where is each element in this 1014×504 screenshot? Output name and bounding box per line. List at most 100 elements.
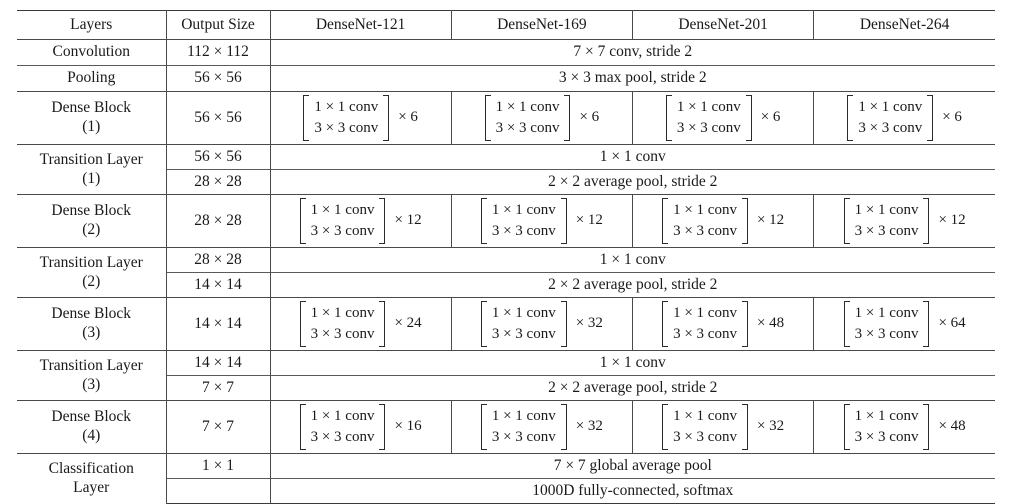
block-spec: 1 × 1 conv 3 × 3 conv × 12	[814, 195, 995, 247]
row-output-size: 56 × 56	[166, 65, 271, 92]
conv-line-1: 1 × 1 conv	[491, 201, 556, 218]
densenet-architecture-table: Layers Output Size DenseNet-121 DenseNet…	[17, 10, 995, 504]
row-label-dense-block-4: Dense Block (4)	[17, 400, 167, 454]
table-row: Dense Block (4) 7 × 7 1 × 1 conv 3 × 3 c…	[17, 400, 995, 454]
block-spec: 1 × 1 conv 3 × 3 conv × 32	[452, 401, 632, 453]
row-content-span: 7 × 7 global average pool	[270, 453, 995, 479]
row-label-line1: Dense Block	[51, 99, 132, 117]
block-cell-densenet-264: 1 × 1 conv 3 × 3 conv × 64	[813, 297, 995, 351]
conv-line-1: 1 × 1 conv	[310, 407, 375, 424]
row-label-dense-block-2: Dense Block (2)	[17, 194, 167, 248]
repeat-multiplier: × 32	[575, 418, 603, 435]
row-output-size: 28 × 28	[166, 194, 271, 248]
row-label-classification-layer: Classification Layer	[17, 453, 167, 504]
conv-line-2: 3 × 3 conv	[673, 223, 737, 239]
row-output-size: 112 × 112	[166, 39, 271, 66]
repeat-multiplier: × 16	[394, 418, 422, 435]
row-label-line2: (4)	[82, 427, 101, 444]
conv-line-1: 1 × 1 conv	[673, 201, 737, 218]
block-cell-densenet-201: 1 × 1 conv 3 × 3 conv × 6	[632, 91, 815, 145]
table-row: Dense Block (1) 56 × 56 1 × 1 conv 3 × 3…	[17, 91, 995, 145]
conv-line-1: 1 × 1 conv	[676, 98, 741, 115]
conv-bracket: 1 × 1 conv 3 × 3 conv	[843, 197, 930, 245]
block-spec: 1 × 1 conv 3 × 3 conv × 24	[271, 298, 451, 350]
row-label-line2: (1)	[82, 169, 101, 187]
column-header-densenet-201: DenseNet-201	[632, 10, 815, 40]
row-content-span: 1 × 1 conv	[270, 247, 995, 273]
conv-line-2: 3 × 3 conv	[495, 120, 560, 136]
conv-line-2: 3 × 3 conv	[858, 120, 923, 136]
conv-line-1: 1 × 1 conv	[491, 407, 556, 424]
conv-line-1: 1 × 1 conv	[310, 201, 375, 218]
repeat-multiplier: × 6	[579, 109, 600, 126]
row-content-span: 2 × 2 average pool, stride 2	[270, 375, 995, 401]
conv-line-2: 3 × 3 conv	[314, 120, 379, 136]
block-spec: 1 × 1 conv 3 × 3 conv × 6	[633, 92, 813, 144]
conv-bracket: 1 × 1 conv 3 × 3 conv	[484, 94, 571, 142]
row-output-size	[166, 478, 271, 504]
row-content-span: 2 × 2 average pool, stride 2	[270, 169, 995, 195]
conv-line-2: 3 × 3 conv	[673, 326, 737, 342]
repeat-multiplier: × 24	[394, 315, 422, 332]
block-cell-densenet-121: 1 × 1 conv 3 × 3 conv × 16	[270, 400, 452, 454]
table-header-row: Layers Output Size DenseNet-121 DenseNet…	[17, 10, 995, 40]
conv-bracket: 1 × 1 conv 3 × 3 conv	[843, 300, 930, 348]
conv-line-2: 3 × 3 conv	[310, 326, 375, 342]
conv-line-1: 1 × 1 conv	[314, 98, 379, 115]
row-label-line1: Dense Block	[51, 408, 132, 426]
row-label-line1: Dense Block	[51, 202, 132, 220]
row-label-line2: (1)	[82, 118, 101, 135]
block-cell-densenet-264: 1 × 1 conv 3 × 3 conv × 6	[813, 91, 995, 145]
conv-line-1: 1 × 1 conv	[310, 304, 375, 321]
column-header-output-size: Output Size	[166, 10, 271, 40]
row-label-line1: Transition Layer	[39, 150, 143, 168]
conv-line-2: 3 × 3 conv	[854, 223, 919, 239]
block-spec: 1 × 1 conv 3 × 3 conv × 48	[633, 298, 813, 350]
conv-line-2: 3 × 3 conv	[491, 429, 556, 445]
row-output-size: 7 × 7	[166, 375, 271, 401]
block-spec: 1 × 1 conv 3 × 3 conv × 12	[633, 195, 813, 247]
conv-line-1: 1 × 1 conv	[858, 98, 923, 115]
repeat-multiplier: × 6	[942, 109, 962, 126]
conv-line-1: 1 × 1 conv	[854, 304, 919, 321]
conv-bracket: 1 × 1 conv 3 × 3 conv	[480, 403, 567, 451]
conv-bracket: 1 × 1 conv 3 × 3 conv	[662, 197, 748, 245]
conv-line-2: 3 × 3 conv	[491, 326, 556, 342]
column-header-densenet-264: DenseNet-264	[813, 10, 995, 40]
row-label-line2: (3)	[82, 324, 101, 341]
row-label-line1: Transition Layer	[39, 253, 143, 271]
conv-bracket: 1 × 1 conv 3 × 3 conv	[299, 403, 386, 451]
repeat-multiplier: × 12	[575, 212, 603, 229]
repeat-multiplier: × 6	[398, 109, 418, 126]
conv-line-1: 1 × 1 conv	[673, 304, 737, 321]
row-content-span: 3 × 3 max pool, stride 2	[270, 65, 995, 92]
row-label-dense-block-1: Dense Block (1)	[17, 91, 167, 145]
conv-line-1: 1 × 1 conv	[491, 304, 556, 321]
row-label-convolution: Convolution	[17, 39, 167, 66]
block-spec: 1 × 1 conv 3 × 3 conv × 64	[814, 298, 995, 350]
block-cell-densenet-169: 1 × 1 conv 3 × 3 conv × 6	[451, 91, 634, 145]
repeat-multiplier: × 6	[760, 109, 781, 126]
block-cell-densenet-264: 1 × 1 conv 3 × 3 conv × 12	[813, 194, 995, 248]
table-row: Transition Layer (1) 56 × 56 1 × 1 conv	[17, 144, 995, 195]
conv-line-2: 3 × 3 conv	[310, 429, 375, 445]
repeat-multiplier: × 64	[938, 315, 966, 332]
row-content-span: 1 × 1 conv	[270, 350, 995, 376]
table-row: 7 × 7 2 × 2 average pool, stride 2	[17, 375, 995, 401]
row-content-span: 2 × 2 average pool, stride 2	[270, 272, 995, 298]
block-spec: 1 × 1 conv 3 × 3 conv × 6	[271, 92, 451, 144]
column-header-layers: Layers	[17, 10, 167, 40]
row-output-size: 14 × 14	[166, 350, 271, 376]
conv-line-1: 1 × 1 conv	[673, 407, 737, 424]
row-label-line2: Layer	[73, 478, 110, 496]
row-label-transition-layer-1: Transition Layer (1)	[17, 144, 167, 195]
column-header-densenet-169: DenseNet-169	[451, 10, 634, 40]
conv-bracket: 1 × 1 conv 3 × 3 conv	[299, 197, 386, 245]
conv-line-1: 1 × 1 conv	[495, 98, 560, 115]
block-spec: 1 × 1 conv 3 × 3 conv × 12	[271, 195, 451, 247]
row-label-line1: Transition Layer	[39, 356, 143, 374]
block-cell-densenet-169: 1 × 1 conv 3 × 3 conv × 12	[451, 194, 634, 248]
block-spec: 1 × 1 conv 3 × 3 conv × 48	[814, 401, 995, 453]
conv-bracket: 1 × 1 conv 3 × 3 conv	[299, 300, 386, 348]
